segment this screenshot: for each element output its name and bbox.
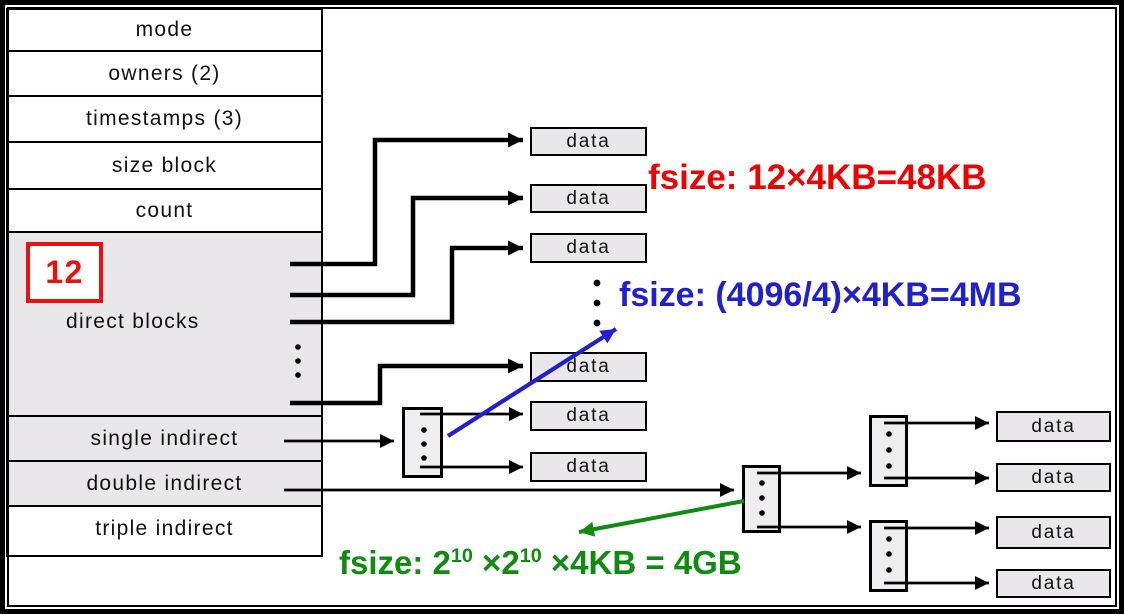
annotation-text: ×2 [472,544,520,581]
direct-fsize-annotation: fsize: 12×4KB=48KB [648,158,987,198]
double-indirect-block-l1 [742,465,781,533]
row-label: mode [135,18,194,41]
data-block: data [530,352,647,382]
row-single-indirect: single indirect [8,417,321,462]
direct-count-value: 12 [45,254,84,290]
data-block-label: data [566,356,611,377]
data-block-label: data [566,187,611,209]
row-label: double indirect [86,471,243,495]
data-block: data [530,452,647,482]
exponent: 10 [519,545,542,567]
data-block: data [996,516,1111,549]
data-block: data [996,411,1111,442]
single-indirect-block [402,407,443,478]
annotation-text: fsize: 2 [339,544,451,581]
row-label: count [135,198,194,222]
row-size-block: size block [8,143,321,190]
row-label: timestamps (3) [85,107,244,130]
data-block-label: data [566,237,611,258]
exponent: 10 [450,545,473,567]
row-count: count [8,190,321,233]
data-block: data [530,184,647,213]
direct-count-badge: 12 [26,242,103,303]
row-label: single indirect [90,426,239,450]
data-block-label: data [1031,572,1076,594]
double-indirect-fsize-annotation: fsize: 210 ×210 ×4KB = 4GB [339,544,742,582]
row-direct-blocks: 12 direct blocks [8,233,321,417]
row-mode: mode [8,10,321,52]
row-double-indirect: double indirect [8,462,321,507]
data-block-label: data [1031,466,1076,488]
row-timestamps: timestamps (3) [8,97,321,143]
annotation-text: ×4KB = 4GB [541,544,742,581]
double-indirect-block-l2-top [869,415,908,487]
direct-block-arrows [290,132,523,406]
data-block-label: data [566,405,611,426]
annotation-text: fsize: (4096/4)×4KB=4MB [619,276,1022,314]
row-label: size block [111,153,218,177]
data-block-label: data [1031,521,1076,543]
green-annotation-arrow [578,499,745,537]
data-block: data [530,233,647,263]
row-label: triple indirect [95,517,234,540]
data-block: data [530,401,647,431]
data-block-label: data [566,130,611,152]
row-label: direct blocks [66,310,200,333]
data-block-label: data [566,456,611,477]
row-owners: owners (2) [8,52,321,97]
data-block: data [996,569,1111,598]
data-block-label: data [1031,415,1076,437]
single-indirect-fsize-annotation: fsize: (4096/4)×4KB=4MB [619,276,1022,315]
inode-table: mode owners (2) timestamps (3) size bloc… [6,8,323,557]
annotation-text: fsize: 12×4KB=48KB [648,158,987,197]
data-block: data [996,463,1111,492]
data-block: data [530,127,647,156]
double-indirect-block-l2-bottom [869,520,908,592]
row-triple-indirect: triple indirect [8,507,321,551]
row-label: owners (2) [108,61,221,85]
